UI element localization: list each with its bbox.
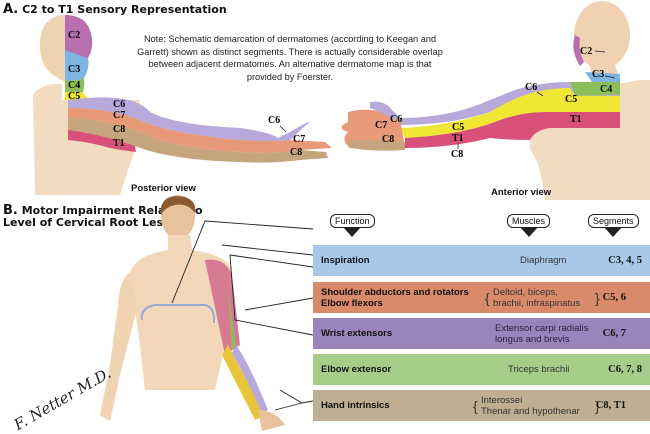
label-c3-posterior: C3 [68, 64, 80, 75]
label-c5-posterior: C5 [68, 91, 80, 102]
label-c6-hand-anterior: C6 [390, 114, 402, 125]
leader-hand-intrinsics-a [279, 389, 314, 404]
label-c2-anterior: C2 [580, 46, 592, 57]
neck-dermatome-c2 [573, 35, 584, 66]
neck-dermatome-c5 [65, 92, 90, 100]
row-elbow-extensor: Elbow extensor Triceps brachii C6, 7, 8 [313, 354, 650, 385]
figure-wrist-extensors [222, 345, 265, 420]
arm-dermatome-c6 [68, 97, 310, 141]
label-c8-posterior: C8 [113, 124, 125, 135]
label-t1-anterior: T1 [570, 114, 582, 125]
label-c3-anterior: C3 [592, 69, 604, 80]
neck-dermatome-c4 [65, 78, 85, 92]
label-c6-posterior: C6 [113, 99, 125, 110]
motor-figure [100, 195, 314, 431]
label-c8-hand-posterior: C8 [290, 147, 302, 158]
label-c7-posterior: C7 [113, 110, 125, 121]
label-c8-forearm-anterior: C8 [451, 149, 463, 160]
anterior-view-label: Anterior view [491, 187, 552, 198]
brace-close: } [595, 397, 600, 414]
figure-triceps [228, 290, 236, 350]
row-muscles: Triceps brachii [508, 364, 570, 375]
row-function: Hand intrinsics [321, 400, 390, 411]
row-segments: C3, 4, 5 [608, 255, 642, 266]
row-wrist-extensors: Wrist extensors Extensor carpi radialis … [313, 318, 650, 349]
callout-muscles: Muscles [507, 214, 551, 237]
label-c6-anterior: C6 [525, 82, 537, 93]
arm-dermatome-c8 [68, 118, 328, 163]
label-c8-hand-anterior: C8 [382, 134, 394, 145]
figure-torso [130, 235, 232, 390]
label-c7-hand-posterior: C7 [293, 134, 305, 145]
label-c7-hand-anterior: C7 [375, 120, 387, 131]
head-skin [39, 15, 65, 82]
arm-dermatome-t1 [405, 112, 620, 148]
leader-elbow-extensor [229, 254, 314, 336]
row-function: Elbow extensor [321, 364, 392, 375]
label-c5-anterior: C5 [565, 94, 577, 105]
brace-close: } [595, 289, 600, 306]
row-muscles: Deltoid, biceps, brachii, infraspinatus [493, 286, 581, 309]
arm-dermatome-c7 [68, 108, 332, 153]
hand-dermatome-c8 [350, 140, 405, 151]
label-t1-posterior: T1 [113, 138, 125, 149]
row-muscles: Extensor carpi radialis longus and brevi… [495, 322, 589, 345]
figure-right-arm [100, 273, 138, 421]
figure-hand [258, 410, 285, 431]
label-c6-hand-posterior: C6 [268, 115, 280, 126]
head-dermatome-c3 [65, 50, 89, 81]
leader-shoulder [221, 244, 314, 256]
brace-open: { [485, 289, 490, 306]
brace-open: { [473, 397, 478, 414]
label-c2-posterior: C2 [68, 30, 80, 41]
neck-dermatome-c4 [570, 82, 620, 96]
section-b-title: B. Motor Impairment Related to Level of … [3, 203, 203, 229]
row-shoulder-elbow-flexors: Shoulder abductors and rotators Elbow fl… [313, 282, 650, 313]
anterior-view-figure: C2 C3 C4 C6 C5 T1 C6 C7 C8 C5 T1 C8 [341, 1, 650, 200]
row-muscles: Interossei Thenar and hypothenar [481, 394, 580, 417]
leader-hand-intrinsics-b [274, 402, 303, 411]
label-t1-forearm-anterior: T1 [452, 133, 464, 144]
leader-elbow-flexors [229, 254, 314, 268]
posterior-view-figure: C2 C3 C4 C5 C6 C7 C8 T1 C6 C7 C8 [33, 15, 332, 195]
section-a-title: A. C2 to T1 Sensory Representation [3, 2, 227, 17]
label-c4-posterior: C4 [68, 80, 80, 91]
leader-inspiration [171, 220, 314, 304]
leader-wrist-extensors [244, 297, 314, 311]
arm-dermatome-c5 [400, 88, 620, 138]
face [574, 1, 630, 69]
head-dermatome-c2 [65, 15, 93, 58]
figure-hair [161, 196, 196, 215]
dermatome-note: Note: Schematic demarcation of dermatome… [137, 34, 443, 82]
figure-extensor-carpi [232, 345, 268, 413]
row-segments: C8, T1 [595, 400, 626, 411]
row-muscles: Diaphragm [520, 255, 567, 266]
row-segments: C6, 7 [602, 328, 626, 339]
label-c4-anterior: C4 [600, 84, 612, 95]
callout-function: Function [330, 214, 375, 237]
neck-dermatome-c3 [585, 72, 620, 82]
row-segments: C6, 7, 8 [608, 364, 642, 375]
thumb-dermatome-c6 [370, 101, 400, 120]
row-function: Wrist extensors [321, 328, 393, 339]
row-segments: C5, 6 [602, 292, 626, 303]
label-c5-forearm-anterior: C5 [452, 122, 464, 133]
row-inspiration: Inspiration Diaphragm C3, 4, 5 [313, 245, 650, 276]
posterior-view-label: Posterior view [131, 183, 196, 194]
callout-segments: Segments [588, 214, 639, 237]
arm-dermatome-t1 [68, 130, 136, 152]
row-hand-intrinsics: Hand intrinsics { Interossei Thenar and … [313, 390, 650, 421]
row-function: Shoulder abductors and rotators Elbow fl… [321, 286, 469, 309]
hand-dermatome-c7 [341, 109, 405, 150]
figure-diaphragm [140, 304, 216, 324]
row-function: Inspiration [321, 255, 370, 266]
